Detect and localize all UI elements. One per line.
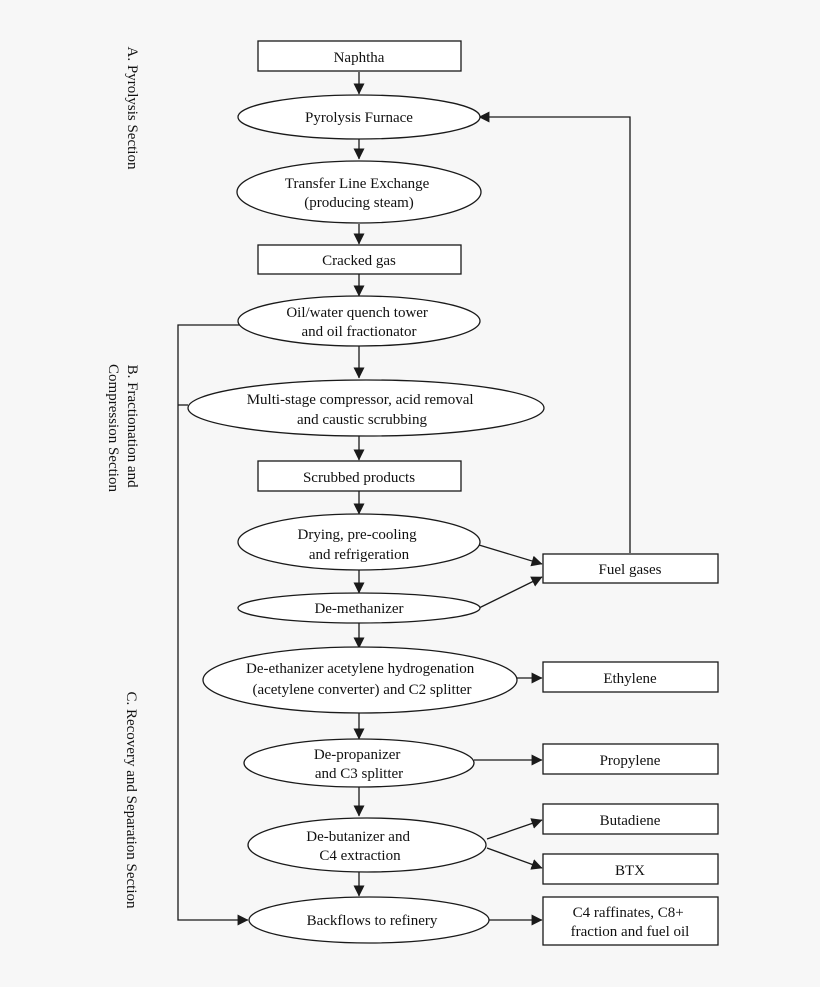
- node-deethanizer-ellipse: [202, 646, 518, 714]
- node-btx: BTX: [542, 853, 719, 885]
- node-butadiene-text: Butadiene: [600, 813, 661, 829]
- arrow-drying-to-fuel-gases: [478, 544, 543, 567]
- node-quench-tower: Oil/water quench tower and oil fractiona…: [237, 295, 481, 347]
- node-deethanizer: De-ethanizer acetylene hydrogenation (ac…: [202, 646, 518, 714]
- node-quench-tower-text: Oil/water quench tower and oil fractiona…: [286, 305, 431, 340]
- node-scrubbed-products-text: Scrubbed products: [303, 470, 415, 486]
- node-cracked-gas-text: Cracked gas: [322, 253, 396, 269]
- node-demethanizer-text: De-methanizer: [314, 601, 403, 617]
- node-fuel-gases-box: [542, 553, 719, 584]
- node-drying: Drying, pre-cooling and refrigeration: [237, 513, 481, 571]
- node-depropanizer-ellipse: [243, 738, 475, 788]
- node-compressor: Multi-stage compressor, acid removal and…: [187, 379, 545, 437]
- node-debutanizer-text: De-butanizer and C4 extraction: [306, 829, 413, 864]
- node-quench-tower-ellipse: [237, 295, 481, 347]
- node-cracked-gas-box: [257, 244, 462, 275]
- node-ethylene-box: [542, 661, 719, 693]
- node-transfer-line-exchange-ellipse: [236, 160, 482, 224]
- node-fuel-gases: Fuel gases: [542, 553, 719, 584]
- arrow-debutanizer-to-btx: [486, 847, 543, 870]
- node-backflows-ellipse: [248, 896, 490, 944]
- node-ethylene-text: Ethylene: [603, 671, 657, 687]
- arrow-demethanizer-to-fuel-gases: [478, 576, 543, 609]
- node-backflows-text: Backflows to refinery: [307, 913, 438, 929]
- node-debutanizer: De-butanizer and C4 extraction: [247, 817, 487, 873]
- node-scrubbed-products-box: [257, 460, 462, 492]
- node-propylene-box: [542, 743, 719, 775]
- node-debutanizer-ellipse: [247, 817, 487, 873]
- node-backflows: Backflows to refinery: [248, 896, 490, 944]
- section-pyrolysis-text: A. Pyrolysis Section: [124, 47, 140, 170]
- node-pyrolysis-furnace: Pyrolysis Furnace: [237, 94, 481, 140]
- node-drying-ellipse: [237, 513, 481, 571]
- section-label-fractionation: B. Fractionation and Compression Section: [105, 364, 140, 492]
- node-depropanizer-text: De-propanizer and C3 splitter: [314, 747, 404, 782]
- node-butadiene-box: [542, 803, 719, 835]
- node-propylene-text: Propylene: [600, 753, 661, 769]
- node-pyrolysis-furnace-text: Pyrolysis Furnace: [305, 110, 413, 126]
- node-naphtha-box: [257, 40, 462, 72]
- node-deethanizer-text: De-ethanizer acetylene hydrogenation (ac…: [246, 661, 478, 698]
- node-ethylene: Ethylene: [542, 661, 719, 693]
- arrow-quench-to-backflows: [177, 324, 249, 926]
- node-fuel-gases-text: Fuel gases: [599, 562, 662, 578]
- node-depropanizer: De-propanizer and C3 splitter: [243, 738, 475, 788]
- node-transfer-line-exchange: Transfer Line Exchange (producing steam): [236, 160, 482, 224]
- node-c4-raffinates-text: C4 raffinates, C8+ fraction and fuel oil: [571, 905, 690, 940]
- node-naphtha: Naphtha: [257, 40, 462, 72]
- node-propylene: Propylene: [542, 743, 719, 775]
- node-compressor-text: Multi-stage compressor, acid removal and…: [247, 392, 478, 428]
- node-pyrolysis-furnace-ellipse: [237, 94, 481, 140]
- node-btx-text: BTX: [615, 863, 645, 879]
- node-naphtha-text: Naphtha: [334, 50, 385, 66]
- node-c4-raffinates: C4 raffinates, C8+ fraction and fuel oil: [542, 896, 719, 946]
- section-recovery-text: C. Recovery and Separation Section: [123, 691, 139, 909]
- node-btx-box: [542, 853, 719, 885]
- section-label-recovery: C. Recovery and Separation Section: [123, 691, 139, 909]
- connectors: [177, 72, 631, 926]
- node-butadiene: Butadiene: [542, 803, 719, 835]
- arrow-debutanizer-to-butadiene: [486, 818, 543, 840]
- node-compressor-ellipse: [187, 379, 545, 437]
- section-fractionation-text: B. Fractionation and Compression Section: [105, 364, 140, 492]
- section-label-pyrolysis: A. Pyrolysis Section: [124, 47, 140, 170]
- node-c4-raffinates-box: [542, 896, 719, 946]
- node-scrubbed-products: Scrubbed products: [257, 460, 462, 492]
- node-demethanizer: De-methanizer: [237, 592, 481, 624]
- node-drying-text: Drying, pre-cooling and refrigeration: [298, 527, 421, 563]
- arrow-fuel-gases-to-furnace: [478, 111, 631, 553]
- node-demethanizer-ellipse: [237, 592, 481, 624]
- node-transfer-line-exchange-text: Transfer Line Exchange (producing steam): [285, 176, 433, 211]
- node-cracked-gas: Cracked gas: [257, 244, 462, 275]
